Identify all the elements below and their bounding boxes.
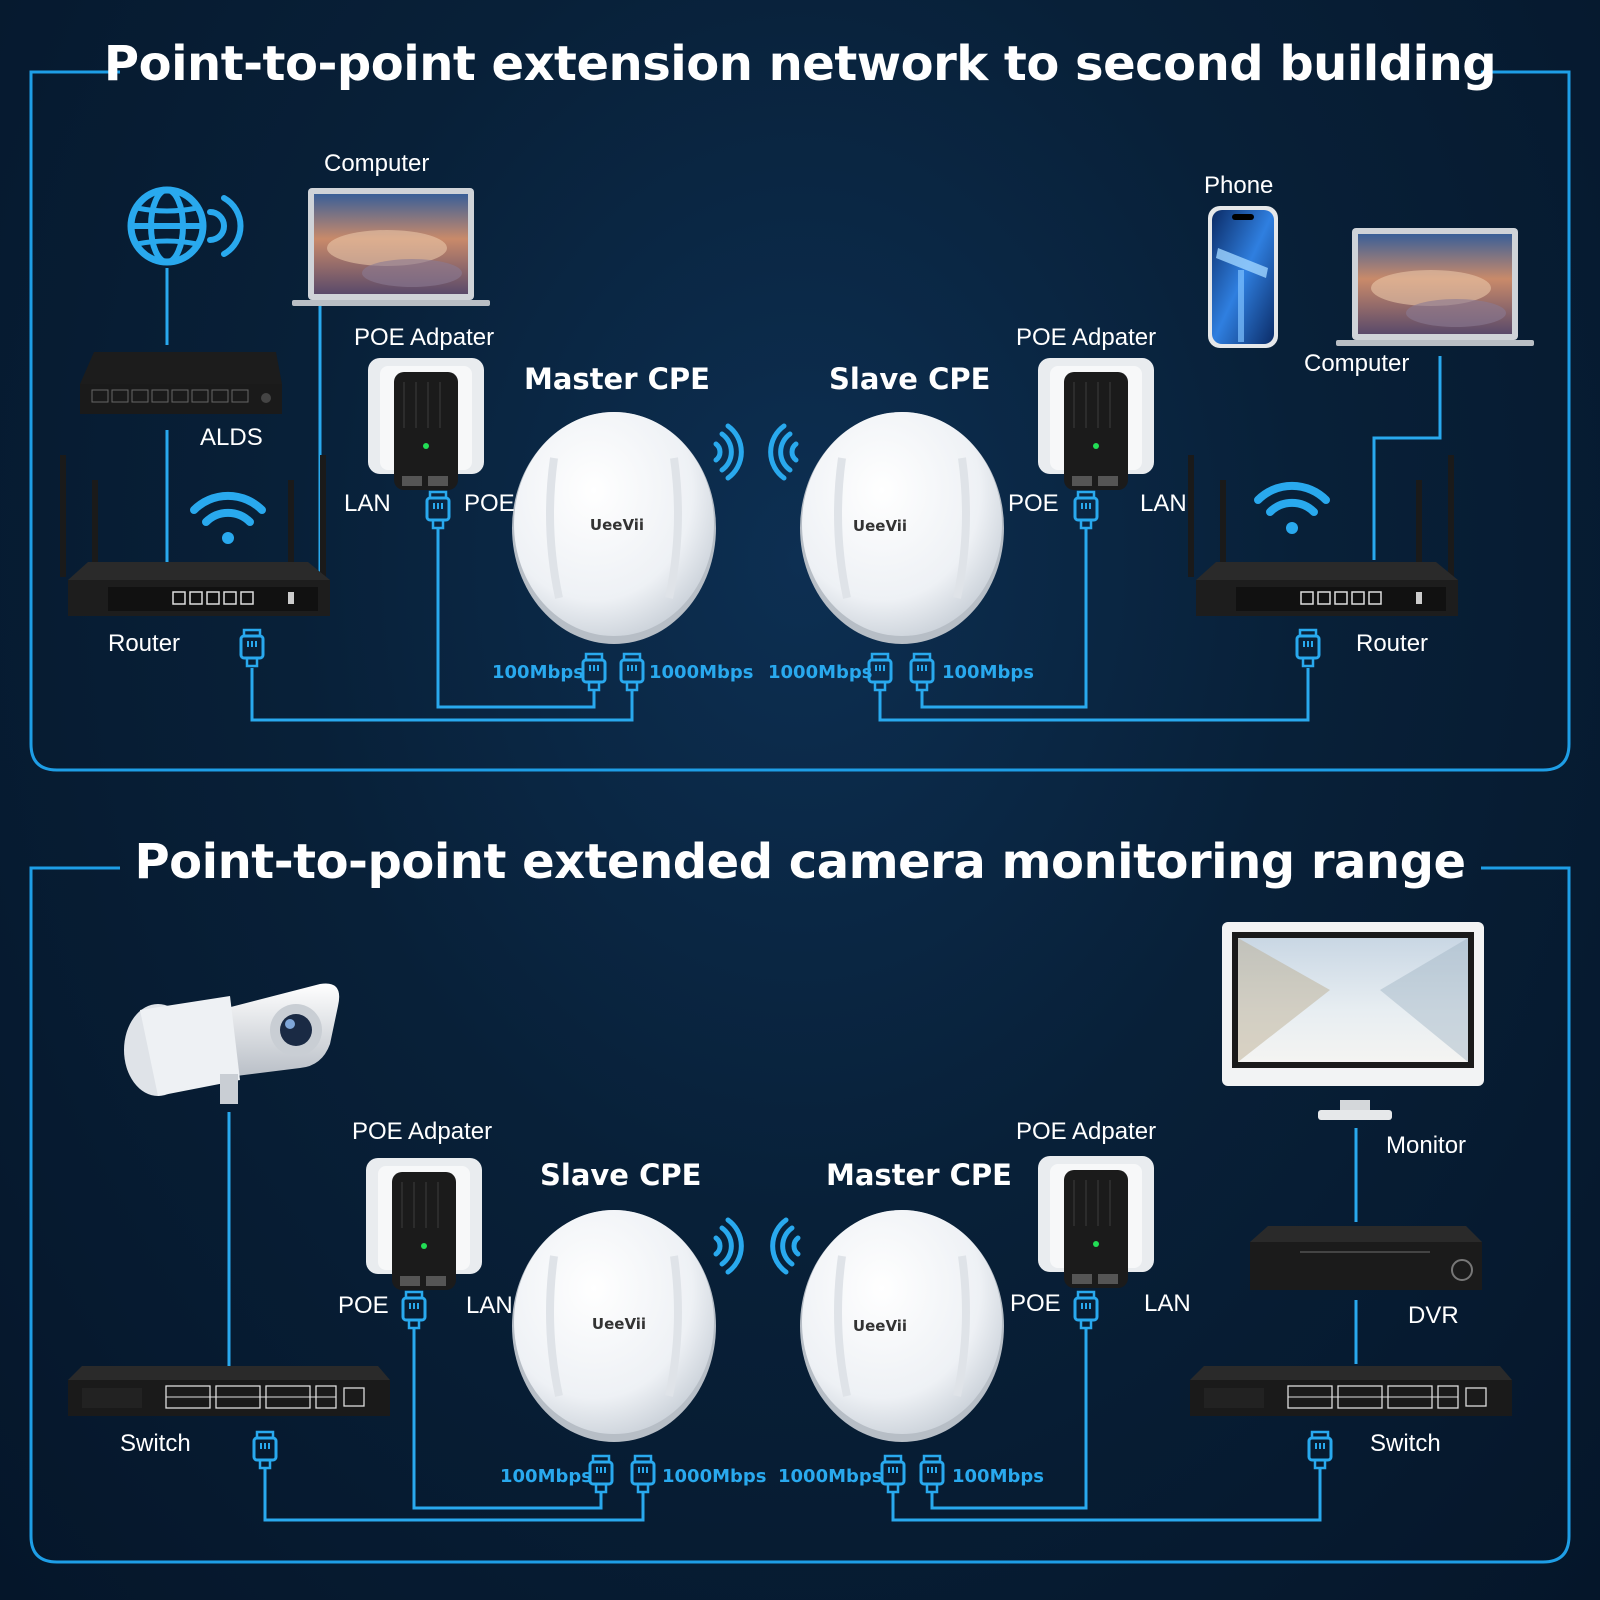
ethernet-plug-icon <box>1307 1430 1333 1470</box>
lan-label: LAN <box>1140 490 1187 517</box>
svg-text:UeeVii: UeeVii <box>853 517 907 535</box>
computer-laptop-right <box>1336 228 1534 346</box>
ethernet-plug-icon <box>1073 490 1099 530</box>
poe-adapter-label: POE Adpater <box>1016 1118 1157 1145</box>
poe-label: POE <box>1008 490 1059 517</box>
poe-label: POE <box>338 1292 389 1319</box>
svg-text:UeeVii: UeeVii <box>853 1317 907 1335</box>
svg-text:UeeVii: UeeVii <box>590 516 644 534</box>
signal-waves-icon <box>716 1220 741 1272</box>
ethernet-plug-icon <box>1295 628 1321 668</box>
poe-adapter-bottom-left <box>365 1157 483 1291</box>
security-camera <box>124 983 340 1104</box>
top-section-title: Point-to-point extension network to seco… <box>103 36 1497 92</box>
slave-cpe-label: Slave CPE <box>829 362 991 396</box>
lan-label: LAN <box>344 490 391 517</box>
ethernet-plug-icon <box>239 628 265 668</box>
signal-waves-icon <box>771 426 796 478</box>
svg-text:UeeVii: UeeVii <box>592 1315 646 1333</box>
bottom-frame <box>29 866 1571 1564</box>
signal-waves-icon <box>773 1220 798 1272</box>
poe-adapter-bottom-right <box>1037 1155 1155 1289</box>
speed-label: 1000Mbps <box>768 662 873 683</box>
dvr-label: DVR <box>1408 1302 1459 1329</box>
master-cpe-label: Master CPE <box>524 362 710 396</box>
poe-adapter-label: POE Adpater <box>354 324 495 351</box>
router-left <box>59 454 331 617</box>
ethernet-plug-icon <box>581 652 607 692</box>
phone-label: Phone <box>1204 172 1274 199</box>
ethernet-plug-icon <box>425 490 451 530</box>
lan-label: LAN <box>1144 1290 1191 1317</box>
monitor-device <box>1222 922 1484 1120</box>
ethernet-plug-icon <box>252 1430 278 1470</box>
switch-right <box>1189 1365 1513 1417</box>
poe-label: POE <box>1010 1290 1061 1317</box>
bottom-section-title: Point-to-point extended camera monitorin… <box>134 834 1466 890</box>
speed-label: 100Mbps <box>952 1466 1044 1487</box>
switch-label: Switch <box>120 1430 191 1457</box>
poe-label: POE <box>464 490 515 517</box>
speed-label: 100Mbps <box>942 662 1034 683</box>
computer-label: Computer <box>1304 350 1410 377</box>
poe-adapter-label: POE Adpater <box>1016 324 1157 351</box>
globe-icon <box>127 186 244 266</box>
signal-waves-icon <box>716 426 741 478</box>
ethernet-plug-icon <box>1073 1290 1099 1330</box>
alds-label: ALDS <box>200 424 263 451</box>
computer-label: Computer <box>324 150 430 177</box>
alds-device <box>80 352 282 414</box>
ethernet-plug-icon <box>880 1454 906 1494</box>
poe-adapter-top-left <box>367 357 485 491</box>
computer-laptop-left <box>292 188 490 306</box>
wifi-icon <box>1258 486 1326 534</box>
dvr-device <box>1250 1226 1482 1290</box>
ethernet-plug-icon <box>588 1454 614 1494</box>
ethernet-plug-icon <box>630 1454 656 1494</box>
switch-label: Switch <box>1370 1430 1441 1457</box>
speed-label: 1000Mbps <box>778 1466 883 1487</box>
speed-label: 1000Mbps <box>649 662 754 683</box>
monitor-label: Monitor <box>1386 1132 1467 1159</box>
master-cpe-label: Master CPE <box>826 1158 1012 1192</box>
speed-label: 100Mbps <box>492 662 584 683</box>
phone-device <box>1208 206 1278 348</box>
lan-label: LAN <box>466 1292 513 1319</box>
poe-adapter-top-right <box>1037 357 1155 491</box>
ethernet-plug-icon <box>909 652 935 692</box>
router-label: Router <box>1356 630 1429 657</box>
router-right <box>1187 454 1459 617</box>
ethernet-plug-icon <box>401 1290 427 1330</box>
switch-left <box>67 1365 391 1417</box>
ethernet-plug-icon <box>619 652 645 692</box>
top-frame <box>29 70 1571 772</box>
speed-label: 1000Mbps <box>662 1466 767 1487</box>
speed-label: 100Mbps <box>500 1466 592 1487</box>
poe-adapter-label: POE Adpater <box>352 1118 493 1145</box>
slave-cpe-label: Slave CPE <box>540 1158 702 1192</box>
wifi-icon <box>194 496 262 544</box>
router-label: Router <box>108 630 181 657</box>
ethernet-plug-icon <box>919 1454 945 1494</box>
